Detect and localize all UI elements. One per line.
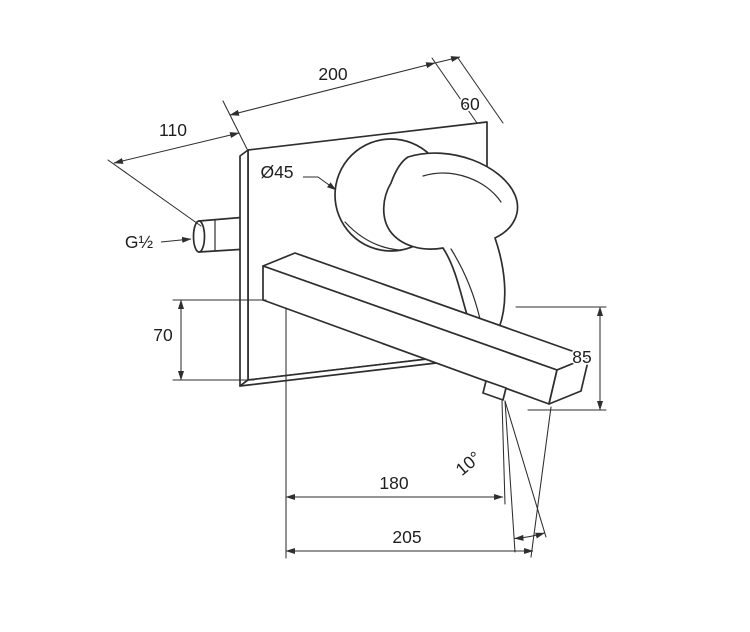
label-connection-thread: G½ <box>125 232 154 252</box>
escutcheon-base-detail <box>344 221 400 251</box>
label-spout-drop-height: 85 <box>572 347 591 367</box>
leader-diameter-45 <box>303 176 337 191</box>
spout-aerator <box>482 380 507 401</box>
pipe-top-edge <box>198 216 248 222</box>
faucet-outline <box>192 121 590 405</box>
dim-line-200 <box>229 62 436 116</box>
spout-end-face <box>548 356 590 405</box>
ext-pipe-end <box>107 159 202 227</box>
pipe-end-face <box>192 220 206 253</box>
label-left-offset: 110 <box>159 120 187 140</box>
ext-plate-left-top <box>222 100 248 150</box>
ext-plate-right-top <box>457 57 504 124</box>
label-escutcheon-diameter: Ø45 <box>260 162 293 182</box>
wall-plate-side <box>239 149 249 387</box>
ext-aerator-bottom <box>501 400 506 505</box>
ext-handle-axis-top <box>431 57 478 124</box>
label-plate-width: 200 <box>318 64 347 84</box>
angle-reference-line <box>504 400 516 553</box>
leader-thread-g12 <box>160 236 192 243</box>
label-right-offset: 60 <box>460 94 480 114</box>
dimension-labels: 200 110 60 Ø45 G½ 70 85 180 205 10° <box>123 62 593 549</box>
handle-blade-detail <box>450 248 481 320</box>
dimension-lines <box>107 56 607 559</box>
label-spout-reach-aerator: 180 <box>379 473 408 493</box>
label-spout-angle: 10° <box>452 447 485 479</box>
dim-line-110 <box>113 132 240 164</box>
ext-spout-tip-bottom <box>530 406 552 558</box>
angle-arc <box>514 532 545 541</box>
angle-slope-line <box>504 400 547 538</box>
pipe-bottom-edge <box>198 248 248 253</box>
label-spout-reach-overall: 205 <box>392 527 421 547</box>
dim-line-60 <box>434 56 461 64</box>
handle-knob-detail <box>422 172 502 203</box>
label-plate-lower-height: 70 <box>153 325 173 345</box>
